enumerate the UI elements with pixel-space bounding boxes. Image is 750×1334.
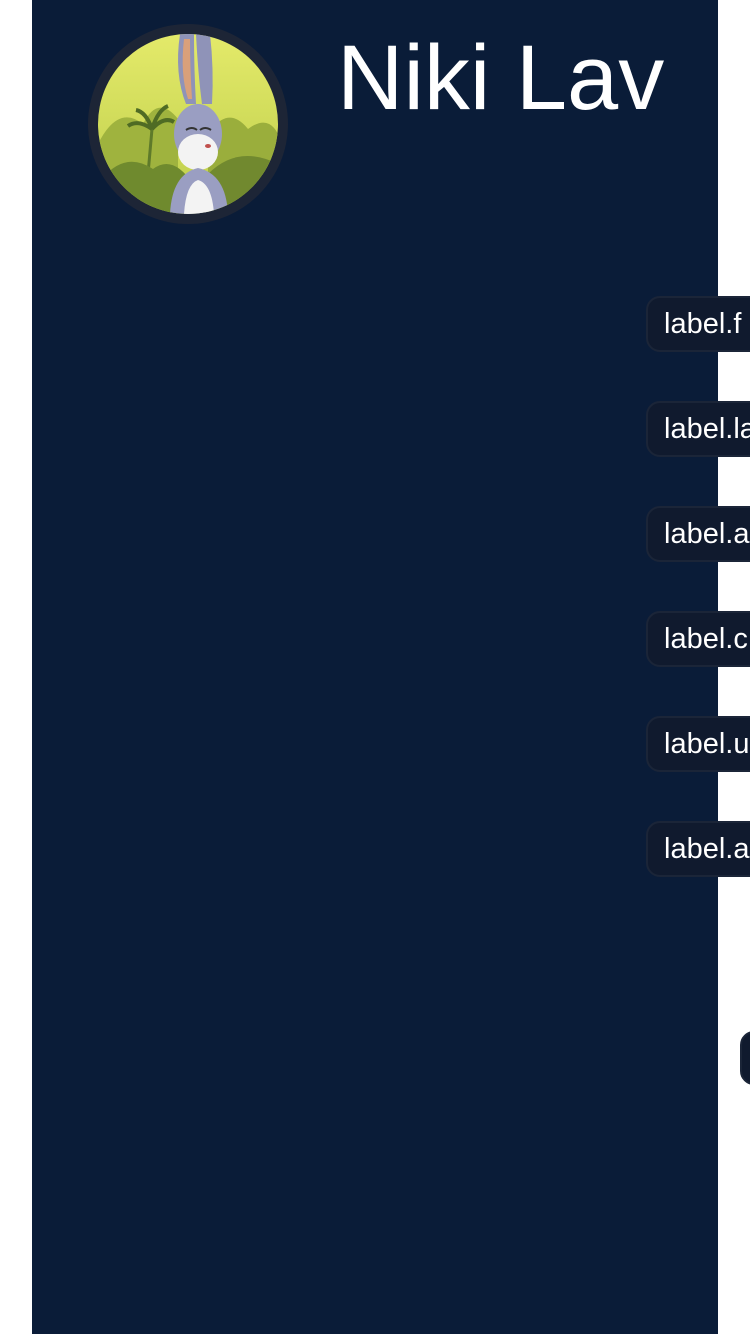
avatar[interactable] [88,24,288,224]
bunny-avatar-icon [98,34,278,214]
field-label-fifth[interactable]: label.u [646,716,750,772]
profile-panel [32,0,718,1334]
field-label-first[interactable]: label.f [646,296,750,352]
field-label-fourth[interactable]: label.c [646,611,750,667]
user-name: Niki Lav [337,27,665,129]
field-label-third[interactable]: label.a [646,506,750,562]
action-button[interactable] [740,1031,750,1085]
field-label-last[interactable]: label.la [646,401,750,457]
field-label-sixth[interactable]: label.a [646,821,750,877]
